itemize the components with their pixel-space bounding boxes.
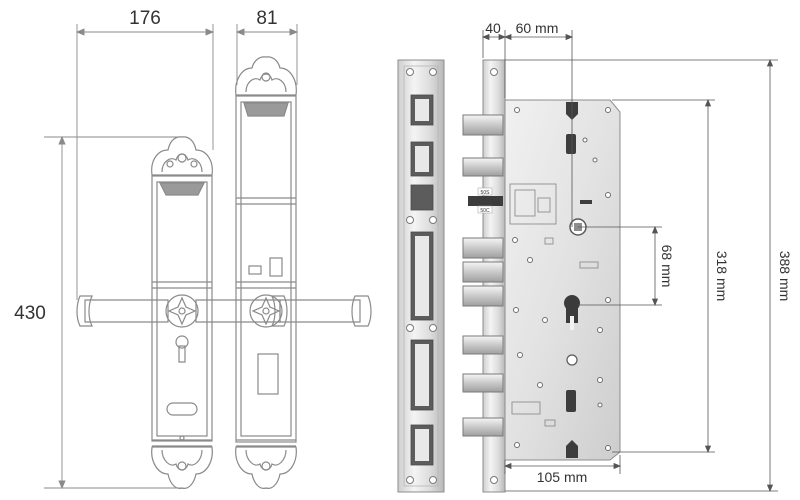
side-handle-lever — [249, 294, 372, 328]
case-marking-top: 50S — [481, 190, 491, 196]
side-handle-rectangular-window — [257, 353, 279, 395]
mortise-lock-body: 50S 50C — [462, 59, 621, 493]
case-marking-bottom: 50C — [480, 208, 490, 214]
deadbolts — [462, 114, 504, 437]
side-handle-drawing — [235, 56, 372, 489]
side-handle-small-slot — [248, 265, 262, 275]
handle-dimension-lines — [44, 24, 299, 490]
dimension-label-faceplate-width: 40 — [485, 20, 501, 36]
front-handle-logo-plate — [166, 402, 198, 416]
latch-tongue — [468, 196, 503, 206]
dimension-label-height: 430 — [14, 303, 46, 324]
side-handle-battery-cover — [269, 257, 283, 277]
dimension-label-spindle-to-cylinder: 68 mm — [659, 245, 675, 288]
strike-plate — [397, 59, 445, 493]
case-screws — [512, 107, 611, 451]
cylinder-hole — [564, 295, 580, 330]
side-handle-top-crown — [235, 56, 297, 96]
dimension-label-case-depth: 105 mm — [537, 469, 588, 485]
case-marking-labels: 50S 50C — [477, 187, 493, 214]
side-handle-plate — [235, 95, 297, 443]
side-handle-top-band — [243, 102, 289, 117]
side-handle-bottom-crown — [235, 446, 297, 489]
mortise-dimension-lines — [481, 30, 778, 493]
front-handle-keyhole — [175, 335, 189, 363]
dimension-label-backset: 60 mm — [516, 20, 559, 36]
front-handle-top-crown — [151, 136, 213, 176]
dimension-label-faceplate-height: 388 mm — [777, 251, 793, 302]
dimension-label-case-height: 318 mm — [714, 251, 730, 302]
front-handle-lever — [76, 294, 288, 328]
front-handle-drawing — [76, 136, 288, 489]
case-internal-parts — [509, 183, 599, 427]
dimension-label-front-width: 176 — [129, 8, 161, 29]
front-handle-bottom-crown — [151, 446, 213, 489]
front-handle-top-band — [159, 182, 205, 196]
dimension-label-side-width: 81 — [256, 8, 277, 29]
front-handle-plate — [151, 175, 213, 442]
